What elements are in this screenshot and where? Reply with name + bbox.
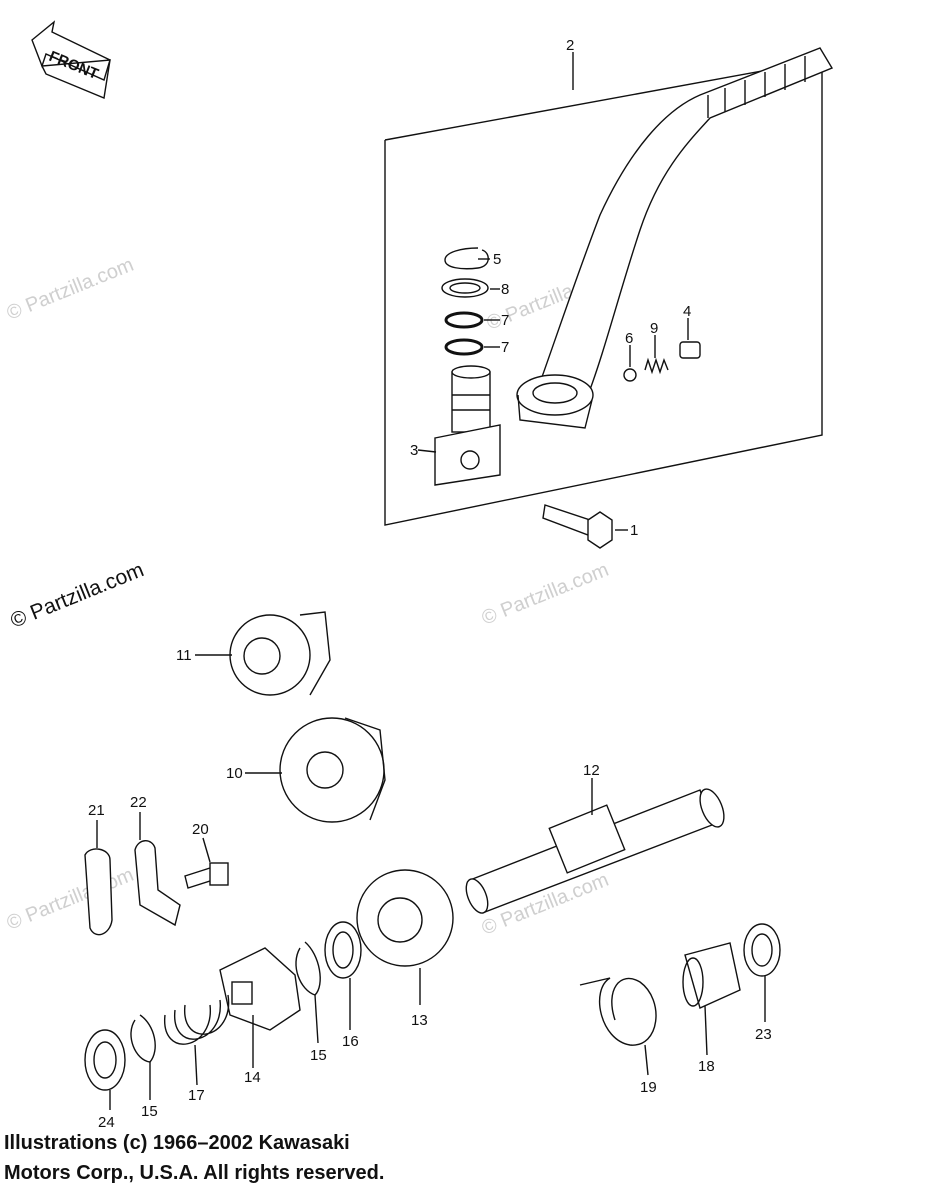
label-23: 23	[755, 1026, 772, 1043]
copyright-line-2: Motors Corp., U.S.A. All rights reserved…	[4, 1162, 385, 1184]
label-11: 11	[176, 647, 192, 664]
gear-10	[245, 717, 386, 823]
plug-4	[679, 318, 701, 359]
bracket-22	[134, 812, 181, 927]
label-12: 12	[583, 762, 600, 779]
spring-9	[644, 335, 669, 375]
bolt-1	[542, 504, 628, 549]
kick-pedal-lever	[516, 47, 834, 429]
washer-16	[324, 921, 362, 979]
label-13: 13	[411, 1012, 428, 1029]
label-18: 18	[698, 1058, 715, 1075]
o-ring-7a	[444, 311, 484, 329]
ball-6	[623, 368, 637, 382]
watermark: © Partzilla.com	[4, 254, 137, 325]
bolt-20	[184, 837, 229, 889]
circlip-5	[444, 247, 490, 270]
label-20: 20	[192, 821, 209, 838]
label-3: 3	[410, 442, 418, 459]
assembly-frame	[384, 52, 823, 526]
label-2: 2	[566, 37, 574, 54]
label-9: 9	[650, 320, 658, 337]
label-14: 14	[244, 1069, 261, 1086]
label-21: 21	[88, 802, 105, 819]
shaft-12	[465, 778, 725, 914]
spring-guide-18	[682, 942, 741, 1056]
ratchet-gear-13	[356, 869, 454, 1005]
label-1: 1	[630, 522, 638, 539]
bracket-21	[84, 820, 113, 936]
label-7a: 7	[501, 312, 509, 329]
circlip-15a	[295, 941, 321, 996]
label-17: 17	[188, 1087, 205, 1104]
washer-24	[84, 1029, 126, 1091]
label-15b: 15	[141, 1103, 158, 1120]
copyright-notice: Illustrations (c) 1966–2002 Kawasaki Mot…	[4, 1128, 384, 1188]
part-labels: 2 5 8 7 7 6 9 4 3 1 11 10 12 21 22 20 13…	[88, 37, 772, 1131]
copyright-line-1: Illustrations (c) 1966–2002 Kawasaki	[4, 1132, 350, 1154]
washer-23	[743, 923, 781, 977]
label-6: 6	[625, 330, 633, 347]
gear-11	[195, 611, 331, 696]
circlip-15b	[130, 1014, 156, 1063]
label-15a: 15	[310, 1047, 327, 1064]
label-10: 10	[226, 765, 243, 782]
washer-8	[441, 278, 489, 298]
watermark-dark: © Partzilla.com	[7, 558, 147, 632]
label-7b: 7	[501, 339, 509, 356]
spring-17	[164, 994, 230, 1086]
label-16: 16	[342, 1033, 359, 1050]
label-19: 19	[640, 1079, 657, 1096]
label-24: 24	[98, 1114, 115, 1131]
watermark: © Partzilla.com	[479, 559, 612, 630]
torsion-spring-19	[579, 977, 657, 1076]
ratchet-14	[219, 947, 301, 1068]
pedal-boss-3	[417, 365, 501, 486]
label-8: 8	[501, 281, 509, 298]
watermark: © Partzilla.com	[4, 864, 137, 935]
label-4: 4	[683, 303, 691, 320]
front-arrow-icon: FRONT	[31, 20, 111, 99]
o-ring-7b	[444, 338, 484, 356]
label-22: 22	[130, 794, 147, 811]
label-5: 5	[493, 251, 501, 268]
